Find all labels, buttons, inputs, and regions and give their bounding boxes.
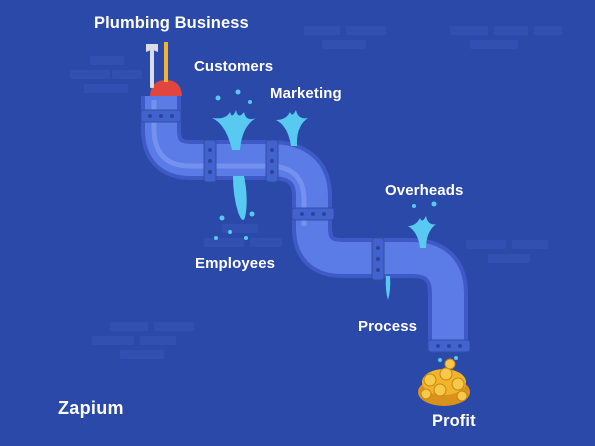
pipe-highlight	[151, 100, 307, 226]
brand-logo: Zapium	[58, 398, 124, 418]
wrench-icon	[146, 44, 158, 88]
overheads-label: Overheads	[385, 182, 464, 199]
joint-bolts	[148, 114, 462, 348]
customers-label: Customers	[194, 58, 274, 75]
coins-pile	[418, 358, 470, 406]
profit-label: Profit	[432, 412, 476, 430]
water-leaks	[212, 89, 458, 368]
plunger-icon	[150, 42, 182, 96]
title-label: Plumbing Business	[94, 14, 249, 32]
employees-label: Employees	[195, 255, 276, 272]
process-label: Process	[358, 318, 418, 335]
marketing-label: Marketing	[270, 85, 342, 102]
